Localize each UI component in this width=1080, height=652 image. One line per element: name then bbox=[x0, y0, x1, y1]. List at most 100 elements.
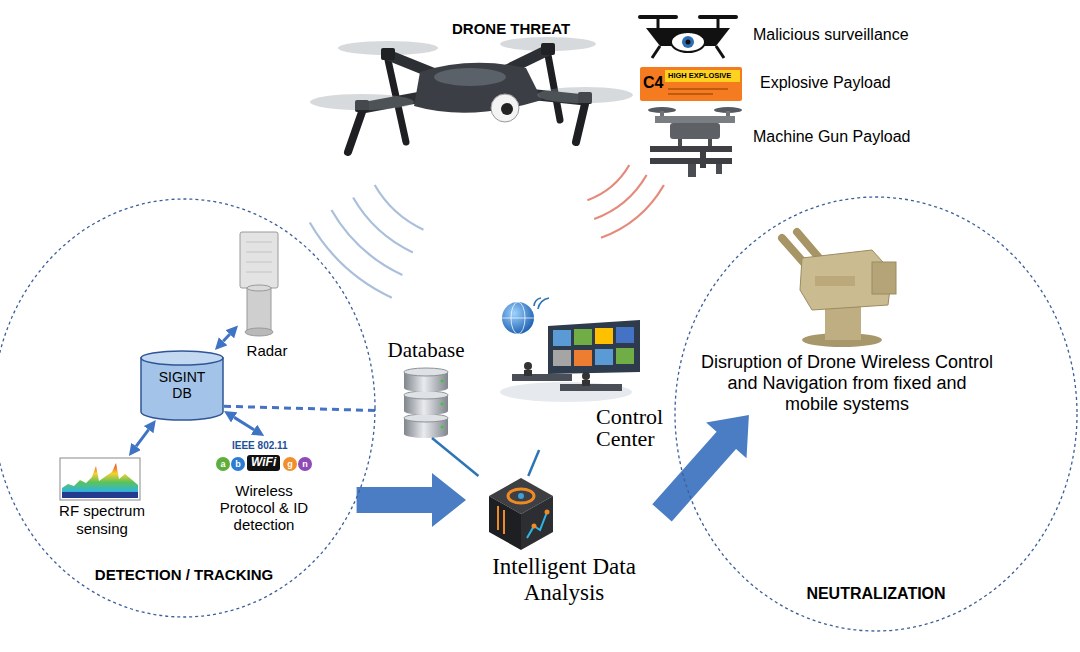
analysis-cube bbox=[527, 512, 547, 538]
database-cylinder: SIGINT DB bbox=[140, 350, 224, 420]
threat-label: Machine Gun Payload bbox=[753, 128, 910, 146]
spectrum-plot bbox=[60, 458, 140, 500]
control-room-icon bbox=[548, 320, 640, 374]
dashed-link bbox=[224, 406, 380, 410]
explosive-block bbox=[668, 93, 713, 95]
analysis-cube bbox=[508, 489, 534, 503]
gun-drone-icon bbox=[708, 139, 712, 147]
database-icon bbox=[441, 403, 444, 406]
signal-waves bbox=[310, 185, 424, 298]
control-room-icon bbox=[560, 384, 622, 391]
analysis-cube bbox=[489, 496, 521, 550]
sensor-node: RF spectrum sensing bbox=[50, 456, 154, 538]
signal-waves bbox=[594, 175, 646, 219]
node-text: RF spectrum sensing bbox=[50, 502, 154, 538]
control-room-icon bbox=[500, 298, 640, 402]
neutralization-region: NEUTRALIZATION Disruption of Drone Wirele… bbox=[674, 196, 1078, 632]
block-arrow bbox=[357, 473, 466, 527]
drone-illustration bbox=[491, 94, 519, 122]
signal-waves bbox=[601, 185, 664, 238]
control-room-icon bbox=[538, 298, 549, 309]
turret-icon bbox=[872, 262, 896, 294]
signal-waves bbox=[353, 198, 413, 253]
section-heading: DRONE THREAT bbox=[452, 20, 570, 37]
control-room-icon bbox=[595, 349, 613, 365]
node-text: Wireless Protocol & ID detection bbox=[212, 482, 316, 533]
gun-drone-icon bbox=[650, 146, 732, 152]
node-text: NEUTRALIZATION bbox=[674, 584, 1078, 603]
radar-icon bbox=[246, 242, 272, 243]
database-icon bbox=[404, 368, 448, 438]
threat-label: Malicious surveillance bbox=[753, 26, 909, 44]
control-room-icon bbox=[582, 380, 590, 386]
analysis-cube bbox=[521, 496, 553, 550]
block-arrow bbox=[652, 415, 749, 521]
drone-illustration bbox=[310, 94, 414, 110]
explosive-block bbox=[640, 67, 742, 101]
gun-drone-icon bbox=[650, 158, 732, 164]
drone-illustration bbox=[541, 43, 555, 55]
radar-icon bbox=[246, 272, 272, 273]
surveillance-icon bbox=[682, 36, 694, 48]
drone-illustration bbox=[414, 63, 542, 113]
analysis-cube bbox=[545, 510, 550, 515]
gun-drone-icon bbox=[700, 152, 706, 168]
control-room-icon bbox=[553, 330, 571, 346]
cylinder-shape bbox=[141, 351, 223, 365]
radar-icon bbox=[246, 262, 272, 263]
badge-letter: b bbox=[231, 457, 245, 471]
signal-waves bbox=[375, 185, 424, 230]
region-outline bbox=[675, 197, 1077, 631]
surveillance-icon bbox=[671, 32, 705, 52]
control-room-icon bbox=[582, 372, 590, 380]
database-icon bbox=[404, 368, 448, 376]
payload-marking: HIGH EXPLOSIVE bbox=[668, 71, 731, 81]
drone-illustration bbox=[501, 103, 513, 115]
analysis-cube bbox=[532, 524, 537, 529]
node-text: Radar bbox=[238, 342, 296, 360]
control-center-node: Control Center bbox=[492, 296, 682, 450]
node-text: Intelligent Data Analysis bbox=[466, 554, 662, 606]
analysis-node: Intelligent Data Analysis bbox=[466, 476, 662, 606]
database-icon bbox=[441, 426, 444, 429]
analysis-cube bbox=[489, 478, 553, 550]
gun-drone-icon bbox=[716, 164, 722, 174]
drone-illustration bbox=[348, 112, 362, 152]
spectrum-plot bbox=[60, 458, 140, 500]
drone-illustration bbox=[310, 37, 633, 152]
gun-drone-icon bbox=[655, 116, 735, 123]
explosive-block bbox=[665, 70, 740, 82]
wifi-badge: WiFi bbox=[247, 455, 280, 471]
database-icon bbox=[404, 384, 448, 392]
surveillance-icon bbox=[716, 46, 724, 58]
node-text: Disruption of Drone Wireless Control and… bbox=[700, 352, 995, 415]
standard-badge: IEEE 802.11 bbox=[232, 440, 288, 452]
node-text: Control Center bbox=[596, 406, 682, 450]
control-room-icon bbox=[616, 327, 634, 343]
drone-illustration bbox=[576, 104, 585, 142]
explosive-block bbox=[640, 67, 742, 101]
node-text: DETECTION / TRACKING bbox=[0, 566, 376, 584]
surveillance-icon bbox=[640, 17, 736, 58]
database-icon bbox=[441, 380, 444, 383]
cylinder-shape bbox=[141, 358, 223, 420]
database-icon bbox=[404, 414, 448, 422]
control-room-icon bbox=[574, 329, 592, 345]
radar-icon bbox=[246, 252, 272, 253]
badge-letter: a bbox=[216, 457, 230, 471]
database-icon bbox=[404, 430, 448, 438]
signal-waves bbox=[587, 165, 664, 238]
turret-icon bbox=[815, 276, 855, 286]
database-icon bbox=[404, 407, 448, 415]
control-room-icon bbox=[502, 302, 534, 334]
control-room-icon bbox=[500, 382, 632, 402]
node-text: Database bbox=[380, 338, 472, 362]
control-room-icon bbox=[524, 370, 532, 376]
badge-letter: n bbox=[298, 457, 312, 471]
spectrum-plot bbox=[62, 463, 138, 498]
drone-illustration bbox=[537, 87, 633, 103]
surveillance-icon bbox=[657, 17, 660, 29]
control-room-icon bbox=[502, 318, 534, 319]
control-room-icon bbox=[616, 348, 634, 364]
radar-icon bbox=[240, 232, 278, 336]
